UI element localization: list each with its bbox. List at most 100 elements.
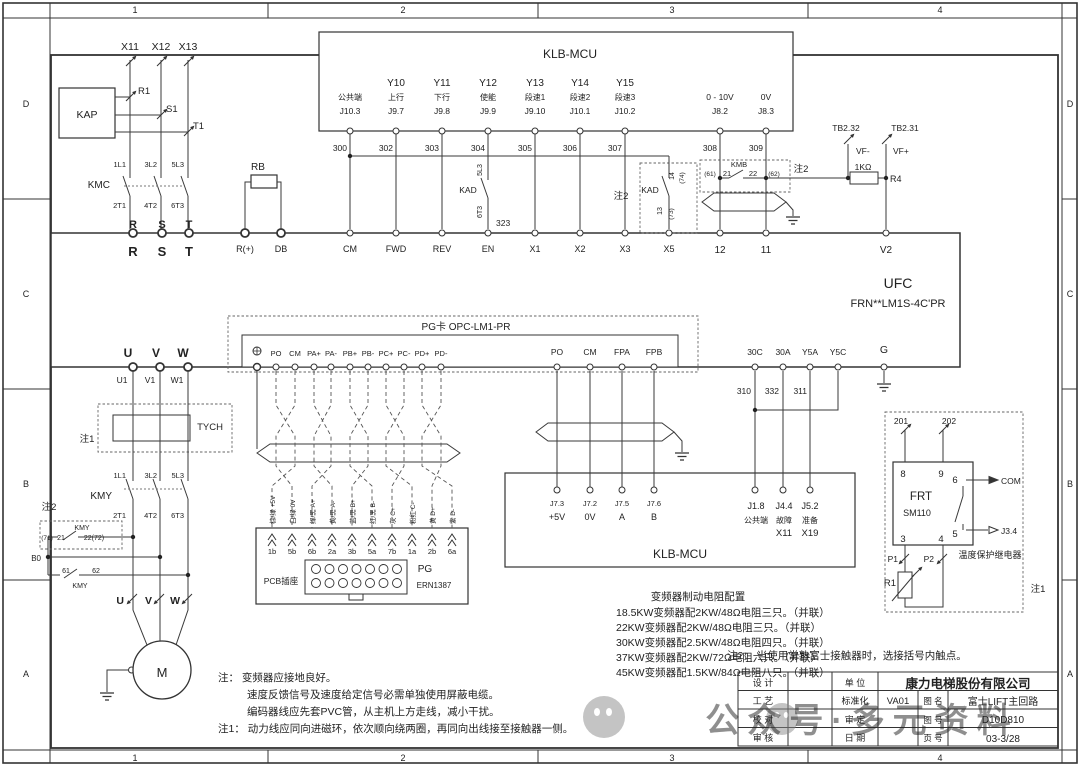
frt-dotted-box bbox=[884, 411, 1024, 613]
arrow-icon bbox=[938, 425, 948, 435]
frt-relay-label: 温度保护继电器 bbox=[958, 549, 1021, 560]
tych-dotted-box bbox=[97, 403, 233, 453]
j75: J7.5 bbox=[615, 499, 629, 508]
junction-dot bbox=[883, 175, 889, 181]
pin-circle bbox=[392, 564, 402, 574]
zone-bottom-4: 4 bbox=[937, 753, 942, 763]
term-fpa: FPA bbox=[614, 347, 630, 357]
j52-func: 准备 bbox=[802, 515, 818, 525]
twisted-pair-wire bbox=[313, 371, 333, 528]
pin-circle bbox=[378, 578, 389, 588]
enc-wire-3: 绿/黑 A+ bbox=[308, 499, 317, 524]
t1-label: T1 bbox=[193, 121, 204, 132]
line-r: R bbox=[129, 219, 137, 231]
kmy-aux1-label: KMY bbox=[74, 525, 90, 532]
terminal-signal bbox=[346, 127, 354, 135]
j52: J5.2 bbox=[801, 501, 818, 511]
term-pcm: PC- bbox=[398, 349, 411, 358]
x12-label: X12 bbox=[152, 41, 171, 53]
arrow-icon bbox=[125, 92, 135, 102]
frt-model: SM110 bbox=[903, 508, 931, 518]
pin-5a: 5a bbox=[368, 547, 377, 556]
tb-design: 设 计 bbox=[753, 677, 774, 688]
zone-top-2: 2 bbox=[400, 5, 405, 15]
r4-value: 1KΩ bbox=[855, 162, 872, 172]
motor-circle bbox=[132, 640, 192, 700]
terminal-signal bbox=[806, 486, 814, 494]
kmb-61: (61) bbox=[704, 171, 716, 178]
kmy-label: KMY bbox=[90, 491, 112, 502]
line-s: S bbox=[158, 219, 165, 231]
arrow-icon bbox=[936, 560, 941, 565]
terminal-signal bbox=[382, 363, 390, 371]
kad-x5-74: (74) bbox=[679, 172, 686, 184]
junction-dot bbox=[130, 534, 136, 540]
tb-name-key: 图 名 bbox=[923, 696, 942, 706]
terminal-signal bbox=[586, 363, 594, 371]
enc-wire-5: 蓝/黑 B+ bbox=[348, 499, 357, 524]
terminal-signal bbox=[392, 229, 400, 237]
frt-com: COM bbox=[1001, 476, 1021, 486]
pin-2b: 2b bbox=[428, 547, 436, 556]
motor-v: V bbox=[145, 595, 152, 607]
ground-icon bbox=[877, 383, 891, 392]
kmc-5l3: 5L3 bbox=[171, 160, 184, 169]
frt-relay-box bbox=[892, 461, 974, 546]
junction-dot bbox=[717, 175, 723, 181]
frt-pin9: 9 bbox=[938, 469, 943, 480]
pin-circle bbox=[324, 578, 335, 588]
kmc-4t2: 4T2 bbox=[144, 201, 157, 210]
terminal-power bbox=[128, 362, 138, 372]
kmy-3l2: 3L2 bbox=[144, 471, 157, 480]
zone-left-C: C bbox=[23, 289, 30, 299]
frt-pin8: 8 bbox=[900, 469, 905, 480]
y13: Y13 bbox=[526, 78, 544, 89]
wire-310: 310 bbox=[737, 386, 751, 396]
ufc-title: UFC bbox=[884, 275, 913, 291]
y13-func: 段速1 bbox=[525, 92, 546, 102]
twisted-pair-wire bbox=[271, 371, 296, 528]
enc-wire-4: 黄/黑 A- bbox=[328, 501, 337, 524]
term-cm2: CM bbox=[583, 347, 596, 357]
term-pcp: PC+ bbox=[379, 349, 394, 358]
frt-p1: P1 bbox=[888, 554, 899, 564]
kad-x5-13: 13 bbox=[657, 207, 664, 215]
term-y5a: Y5A bbox=[802, 347, 818, 357]
tb-std: 标准化 bbox=[841, 695, 868, 706]
twisted-pair-wire bbox=[349, 371, 373, 528]
terminal-signal bbox=[437, 363, 445, 371]
j75-func: A bbox=[619, 512, 625, 522]
note-main-3: 编码器线应先套PVC管，从主机上方走线，减小干扰。 bbox=[247, 705, 500, 718]
a0v-pin: J8.3 bbox=[758, 106, 774, 116]
zone-bottom-2: 2 bbox=[400, 753, 405, 763]
term-cm1: CM bbox=[289, 349, 301, 358]
tb2-31: TB2.31 bbox=[891, 123, 919, 133]
term-x2: X2 bbox=[574, 244, 585, 254]
terminal-signal bbox=[882, 229, 890, 237]
tb-proof: 校 对 bbox=[753, 714, 774, 725]
wire-308: 308 bbox=[703, 143, 717, 153]
rb-label: RB bbox=[251, 162, 265, 173]
klb-top-title: KLB-MCU bbox=[543, 47, 597, 61]
kmc-1l1: 1L1 bbox=[113, 160, 126, 169]
terminal-signal bbox=[650, 363, 658, 371]
arrow-icon bbox=[900, 553, 910, 563]
terminal-signal bbox=[621, 229, 629, 237]
klb-mcu-bottom-box bbox=[504, 472, 856, 568]
a0v-func: 0V bbox=[761, 92, 772, 102]
junction-dot bbox=[347, 153, 353, 159]
arrow-icon bbox=[132, 55, 137, 60]
terminal-signal bbox=[621, 127, 629, 135]
kad-en-label: KAD bbox=[459, 185, 476, 195]
term-pdp: PD+ bbox=[415, 349, 430, 358]
arrow-icon bbox=[900, 425, 910, 435]
r1-label: R1 bbox=[138, 86, 150, 97]
enc-wire-7: 灰 C+ bbox=[388, 507, 397, 524]
kmy-aux-dotted-box bbox=[39, 520, 123, 550]
ern-label: ERN1387 bbox=[417, 581, 452, 590]
y12-func: 使能 bbox=[480, 92, 496, 102]
zone-left-D: D bbox=[23, 99, 30, 109]
arrow-icon bbox=[881, 135, 891, 145]
zone-bottom-1: 1 bbox=[132, 753, 137, 763]
